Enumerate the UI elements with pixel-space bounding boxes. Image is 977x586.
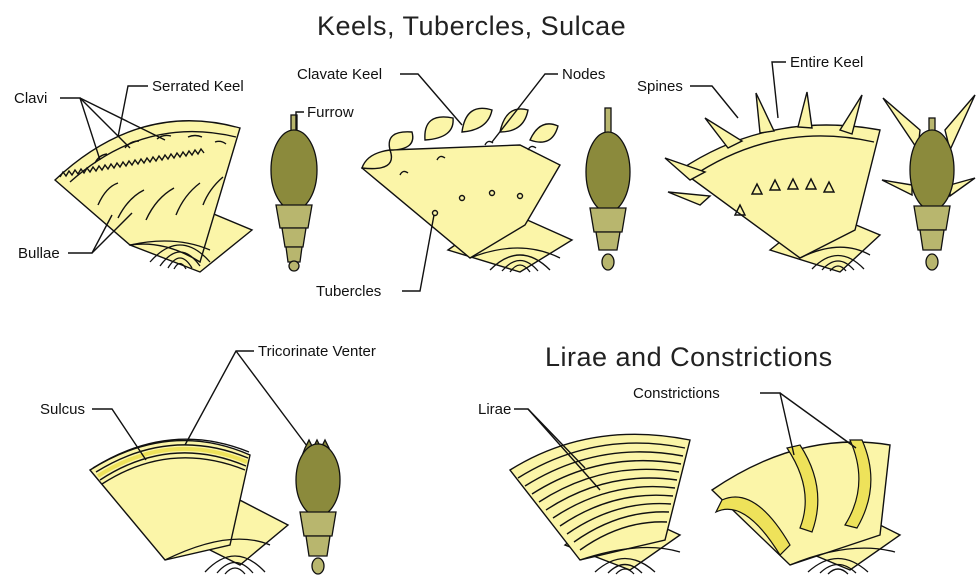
- lateral-spine: [882, 180, 912, 195]
- venter-segment: [276, 205, 312, 228]
- venter-segment: [914, 206, 950, 230]
- venter-segment: [286, 247, 302, 262]
- label-sulcus: Sulcus: [40, 401, 85, 418]
- venter-body: [910, 130, 954, 210]
- label-tubercles: Tubercles: [316, 283, 381, 300]
- venter-tip: [926, 254, 938, 270]
- venter-tip: [312, 558, 324, 574]
- label-tricorinate-venter: Tricorinate Venter: [258, 343, 376, 360]
- leader-spines: [690, 86, 738, 118]
- panel-serrated-keel: Clavi Serrated Keel Bullae Furrow: [14, 78, 354, 272]
- lateral-spine: [945, 95, 975, 150]
- label-spines: Spines: [637, 78, 683, 95]
- label-clavi: Clavi: [14, 90, 47, 107]
- label-clavate-keel: Clavate Keel: [297, 66, 382, 83]
- whorl-line: [828, 569, 848, 574]
- leader-tubercles: [402, 215, 434, 291]
- label-lirae: Lirae: [478, 401, 511, 418]
- label-nodes: Nodes: [562, 66, 605, 83]
- venter-segment: [590, 208, 626, 232]
- panel-lirae: Lirae: [478, 401, 690, 574]
- clavate-lobe: [500, 109, 528, 132]
- label-furrow: Furrow: [307, 104, 354, 121]
- spine: [798, 92, 812, 128]
- venter-segment: [920, 230, 944, 250]
- lateral-spine: [883, 98, 920, 150]
- panel-sulcus: Sulcus Tricorinate Venter: [40, 343, 376, 574]
- venter-view-tricarinate: [296, 440, 340, 574]
- venter-tip: [289, 261, 299, 271]
- clavate-lobe: [462, 108, 492, 132]
- venter-body: [296, 444, 340, 516]
- spine: [705, 118, 742, 148]
- clavate-lobe: [530, 124, 558, 142]
- venter-segment: [300, 512, 336, 536]
- venter-view-spines: [882, 95, 975, 270]
- venter-segment: [282, 228, 306, 247]
- panel-clavate-keel: Clavate Keel Nodes Tubercles: [297, 66, 630, 300]
- clavate-lobe: [425, 117, 453, 140]
- leader-tricorinate-venter: [236, 351, 310, 450]
- venter-view-clavate: [586, 108, 630, 270]
- venter-body: [586, 132, 630, 212]
- spine: [668, 192, 710, 205]
- leader-constrictions: [780, 393, 856, 448]
- whorl-line: [225, 568, 245, 574]
- venter-view-serrated: [271, 115, 317, 271]
- leader-clavi: [80, 98, 165, 140]
- label-entire-keel: Entire Keel: [790, 54, 863, 71]
- clavate-lobe: [389, 132, 413, 150]
- venter-segment: [306, 536, 330, 556]
- label-constrictions: Constrictions: [633, 385, 720, 402]
- label-bullae: Bullae: [18, 245, 60, 262]
- title-keels-tubercles-sulcae: Keels, Tubercles, Sulcae: [317, 11, 626, 41]
- venter-body: [271, 130, 317, 210]
- venter-segment: [596, 232, 620, 250]
- label-serrated-keel: Serrated Keel: [152, 78, 244, 95]
- clavate-lobe: [362, 150, 391, 169]
- spine: [756, 93, 774, 133]
- leader-constrictions: [760, 393, 794, 455]
- venter-tip: [602, 254, 614, 270]
- leader-entire-keel: [772, 62, 786, 118]
- node: [485, 141, 493, 145]
- leader-tricorinate-venter: [185, 351, 254, 445]
- panel-spines: Spines Entire Keel: [637, 54, 975, 272]
- title-lirae-constrictions: Lirae and Constrictions: [545, 342, 833, 372]
